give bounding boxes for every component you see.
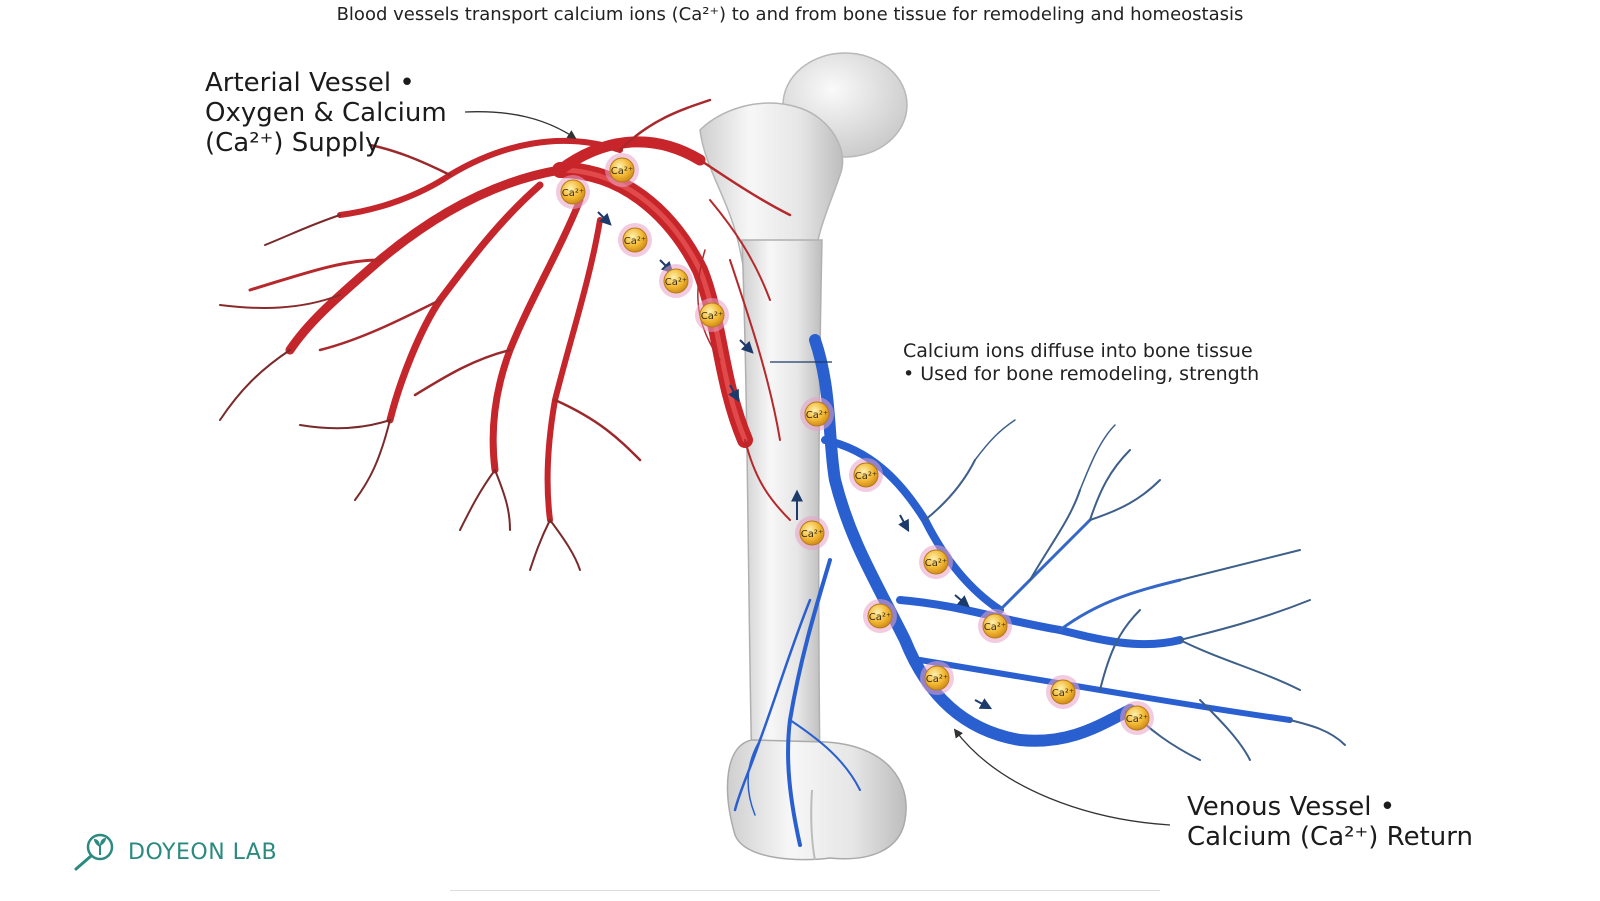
calcium-ion: Ca²⁺ — [618, 223, 652, 257]
calcium-ion-label: Ca²⁺ — [806, 410, 828, 421]
calcium-ion: Ca²⁺ — [1046, 675, 1080, 709]
calcium-ion-label: Ca²⁺ — [624, 236, 646, 247]
diagram-title: Blood vessels transport calcium ions (Ca… — [336, 4, 1244, 25]
calcium-ion: Ca²⁺ — [919, 545, 953, 579]
brand-logo: DOYEON LAB — [72, 833, 277, 871]
calcium-ion-label: Ca²⁺ — [926, 674, 948, 685]
calcium-ion: Ca²⁺ — [800, 397, 834, 431]
femur-shaft — [741, 239, 823, 776]
venous-label-line-1: Venous Vessel • — [1187, 792, 1396, 822]
arterial-vessel-label: Arterial Vessel • Oxygen & Calcium (Ca²⁺… — [205, 68, 447, 158]
calcium-ion-label: Ca²⁺ — [984, 622, 1006, 633]
calcium-ion: Ca²⁺ — [1120, 701, 1154, 735]
magnifier-sprout-icon — [74, 833, 114, 871]
venous-vessel-label: Venous Vessel • Calcium (Ca²⁺) Return — [1187, 792, 1473, 852]
calcium-ion-label: Ca²⁺ — [869, 612, 891, 623]
diffusion-label-line-2: • Used for bone remodeling, strength — [903, 363, 1260, 385]
femur-condyles — [726, 739, 907, 861]
calcium-ion: Ca²⁺ — [863, 599, 897, 633]
calcium-ion-label: Ca²⁺ — [1052, 688, 1074, 699]
calcium-ion: Ca²⁺ — [849, 458, 883, 492]
calcium-ion: Ca²⁺ — [695, 298, 729, 332]
calcium-ion-label: Ca²⁺ — [1126, 714, 1148, 725]
annotation-arrows — [464, 111, 1171, 826]
femur-bone — [699, 52, 908, 861]
calcium-ion: Ca²⁺ — [920, 661, 954, 695]
calcium-ion-label: Ca²⁺ — [665, 277, 687, 288]
calcium-ion: Ca²⁺ — [659, 264, 693, 298]
arterial-label-line-2: Oxygen & Calcium — [205, 98, 447, 128]
arterial-label-line-1: Arterial Vessel • — [205, 68, 415, 98]
calcium-ion-label: Ca²⁺ — [562, 188, 584, 199]
arterial-label-line-3: (Ca²⁺) Supply — [205, 128, 381, 158]
calcium-ion: Ca²⁺ — [556, 175, 590, 209]
arterial-pointer-arrow — [464, 111, 577, 140]
calcium-ion-label: Ca²⁺ — [701, 311, 723, 322]
calcium-ion: Ca²⁺ — [605, 153, 639, 187]
arterial-tree — [219, 98, 792, 571]
calcium-ion-label: Ca²⁺ — [611, 166, 633, 177]
diffusion-label: Calcium ions diffuse into bone tissue • … — [903, 340, 1259, 386]
venous-tree — [733, 334, 1346, 847]
calcium-ion-label: Ca²⁺ — [925, 558, 947, 569]
calcium-ion-label: Ca²⁺ — [855, 471, 877, 482]
venous-pointer-arrow — [953, 728, 1171, 826]
bottom-divider — [450, 890, 1160, 901]
calcium-ion-label: Ca²⁺ — [801, 529, 823, 540]
diffusion-label-line-1: Calcium ions diffuse into bone tissue — [903, 340, 1253, 362]
brand-name: DOYEON LAB — [128, 839, 278, 865]
calcium-ion: Ca²⁺ — [795, 516, 829, 550]
calcium-ions: Ca²⁺ Ca²⁺ Ca²⁺ Ca²⁺ Ca²⁺ Ca²⁺ Ca²⁺ Ca²⁺ Ca²⁺ Ca²⁺… — [556, 153, 1154, 735]
calcium-ion: Ca²⁺ — [978, 609, 1012, 643]
venous-label-line-2: Calcium (Ca²⁺) Return — [1187, 822, 1473, 852]
